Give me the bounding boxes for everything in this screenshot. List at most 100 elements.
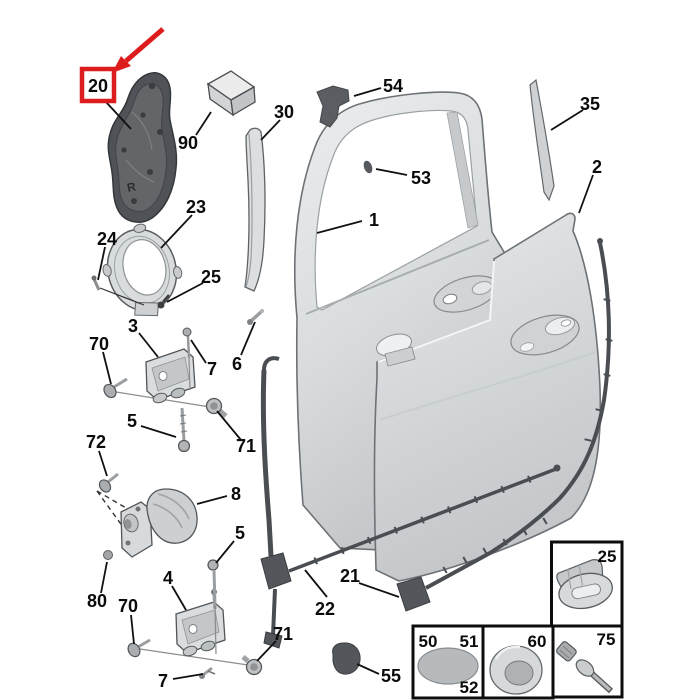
rear-glass-run-strip (529, 78, 555, 202)
window-divider-post (446, 111, 479, 229)
speaker-bracket-foot (134, 301, 160, 317)
callout-80[interactable]: 80 (87, 591, 107, 611)
callout-22[interactable]: 22 (315, 599, 335, 619)
callout-71b[interactable]: 71 (273, 624, 293, 644)
pillar-trim-body (244, 127, 266, 292)
nut-71-upper (205, 397, 228, 418)
screw-72 (98, 472, 119, 493)
callout-23[interactable]: 23 (186, 197, 206, 217)
upper-hinge-hole (158, 371, 168, 381)
highlight-box[interactable] (79, 66, 117, 104)
outer-door-handle-oval (519, 342, 535, 352)
seal-rod-end-cap (553, 464, 561, 472)
outer-door-front-rim (377, 260, 495, 363)
door-check-cylinder-face (124, 519, 132, 529)
outer-door-crease (379, 351, 597, 421)
foam-block-right (230, 85, 256, 117)
callout-70a[interactable]: 70 (89, 334, 109, 354)
callout-8[interactable]: 8 (231, 484, 241, 504)
seal-rear-clips (442, 298, 613, 574)
callout-6[interactable]: 6 (232, 354, 242, 374)
pillar-trim (244, 127, 266, 292)
speaker-bracket (102, 223, 183, 317)
callout-7a[interactable]: 7 (207, 359, 217, 379)
watershield-ribs (125, 111, 155, 183)
seal-rear-top-cap (597, 238, 603, 244)
outer-door-panel (373, 212, 602, 582)
callout-54[interactable]: 54 (383, 76, 403, 96)
callout-55[interactable]: 55 (381, 666, 401, 686)
callout-21[interactable]: 21 (340, 566, 360, 586)
lower-hinge-axis (139, 648, 249, 666)
callout-72[interactable]: 72 (86, 432, 106, 452)
seal-front-run (260, 369, 274, 557)
callout-30[interactable]: 30 (274, 102, 294, 122)
grommet-60-shade (494, 645, 521, 660)
outer-door-edge-bracket (384, 346, 416, 367)
callout-7b[interactable]: 7 (158, 671, 168, 691)
lower-hinge-lobe-b (200, 640, 216, 652)
screw-72-guide-a (96, 490, 151, 523)
corner-trim-54 (316, 85, 350, 128)
belt-line (305, 239, 490, 315)
watershield-inner (115, 83, 167, 212)
door-check (120, 488, 198, 558)
outer-door-handle-keyhole (560, 319, 572, 327)
seal-top-hook (262, 356, 280, 371)
callout-3[interactable]: 3 (128, 316, 138, 336)
door-check-arm (146, 488, 198, 544)
highlight-arrow-head (112, 56, 131, 73)
callout-5b[interactable]: 5 (235, 523, 245, 543)
watershield-panel: R (107, 72, 178, 223)
foam-block (206, 70, 256, 117)
callout-20[interactable]: 20 (88, 76, 108, 96)
callout-71a[interactable]: 71 (236, 436, 256, 456)
callout-4[interactable]: 4 (163, 568, 173, 588)
inset-label-50[interactable]: 50 (419, 632, 438, 651)
inset-label-60[interactable]: 60 (528, 632, 547, 651)
inner-door-weatherstrip (260, 356, 561, 649)
pillar-trim-edge (245, 133, 253, 288)
lower-hinge-face (181, 609, 220, 645)
window-opening (314, 109, 478, 311)
rivet-75-detail (555, 641, 614, 694)
plug-53 (363, 160, 373, 174)
outer-door-weatherstrip (396, 238, 613, 612)
callout-25[interactable]: 25 (201, 267, 221, 287)
grommet-60-inner (504, 660, 534, 686)
callout-53[interactable]: 53 (411, 168, 431, 188)
fastener-25-screw (157, 294, 170, 309)
callout-90[interactable]: 90 (178, 133, 198, 153)
seal-corner-connector (260, 552, 292, 590)
screw-70-upper (103, 377, 128, 399)
ball-80 (103, 550, 113, 560)
door-check-pin-b (125, 540, 131, 546)
callout-2[interactable]: 2 (592, 157, 602, 177)
inset-label-25[interactable]: 25 (598, 547, 617, 566)
callout-5a[interactable]: 5 (127, 411, 137, 431)
callout-labels: 90 30 54 35 53 1 2 23 24 25 3 70 7 6 5 7… (86, 76, 602, 691)
upper-hinge (145, 348, 196, 404)
door-check-arm-band (152, 493, 190, 529)
inset-label-75[interactable]: 75 (597, 630, 616, 649)
watershield-holes (121, 82, 163, 204)
inner-door-handle-hole (442, 293, 458, 305)
callout-70b[interactable]: 70 (118, 596, 138, 616)
callout-35[interactable]: 35 (580, 94, 600, 114)
seal-tail (271, 588, 277, 637)
leader-lines (97, 87, 594, 680)
bolt-7-upper (182, 327, 192, 391)
inset-box-25: 25 (550, 540, 624, 628)
callout-1[interactable]: 1 (369, 210, 379, 230)
seal-rear-run (425, 242, 611, 590)
door-check-pin-a (135, 506, 141, 512)
patch-50-detail (417, 647, 479, 685)
inset-label-52[interactable]: 52 (460, 678, 479, 697)
inset-label-51[interactable]: 51 (460, 632, 479, 651)
upper-hinge-lobe-a (152, 392, 168, 404)
lower-hinge-lobe-a (182, 645, 198, 657)
callout-24[interactable]: 24 (97, 229, 117, 249)
outer-door-silhouette (373, 212, 602, 582)
lower-hinge-hole (188, 624, 198, 634)
